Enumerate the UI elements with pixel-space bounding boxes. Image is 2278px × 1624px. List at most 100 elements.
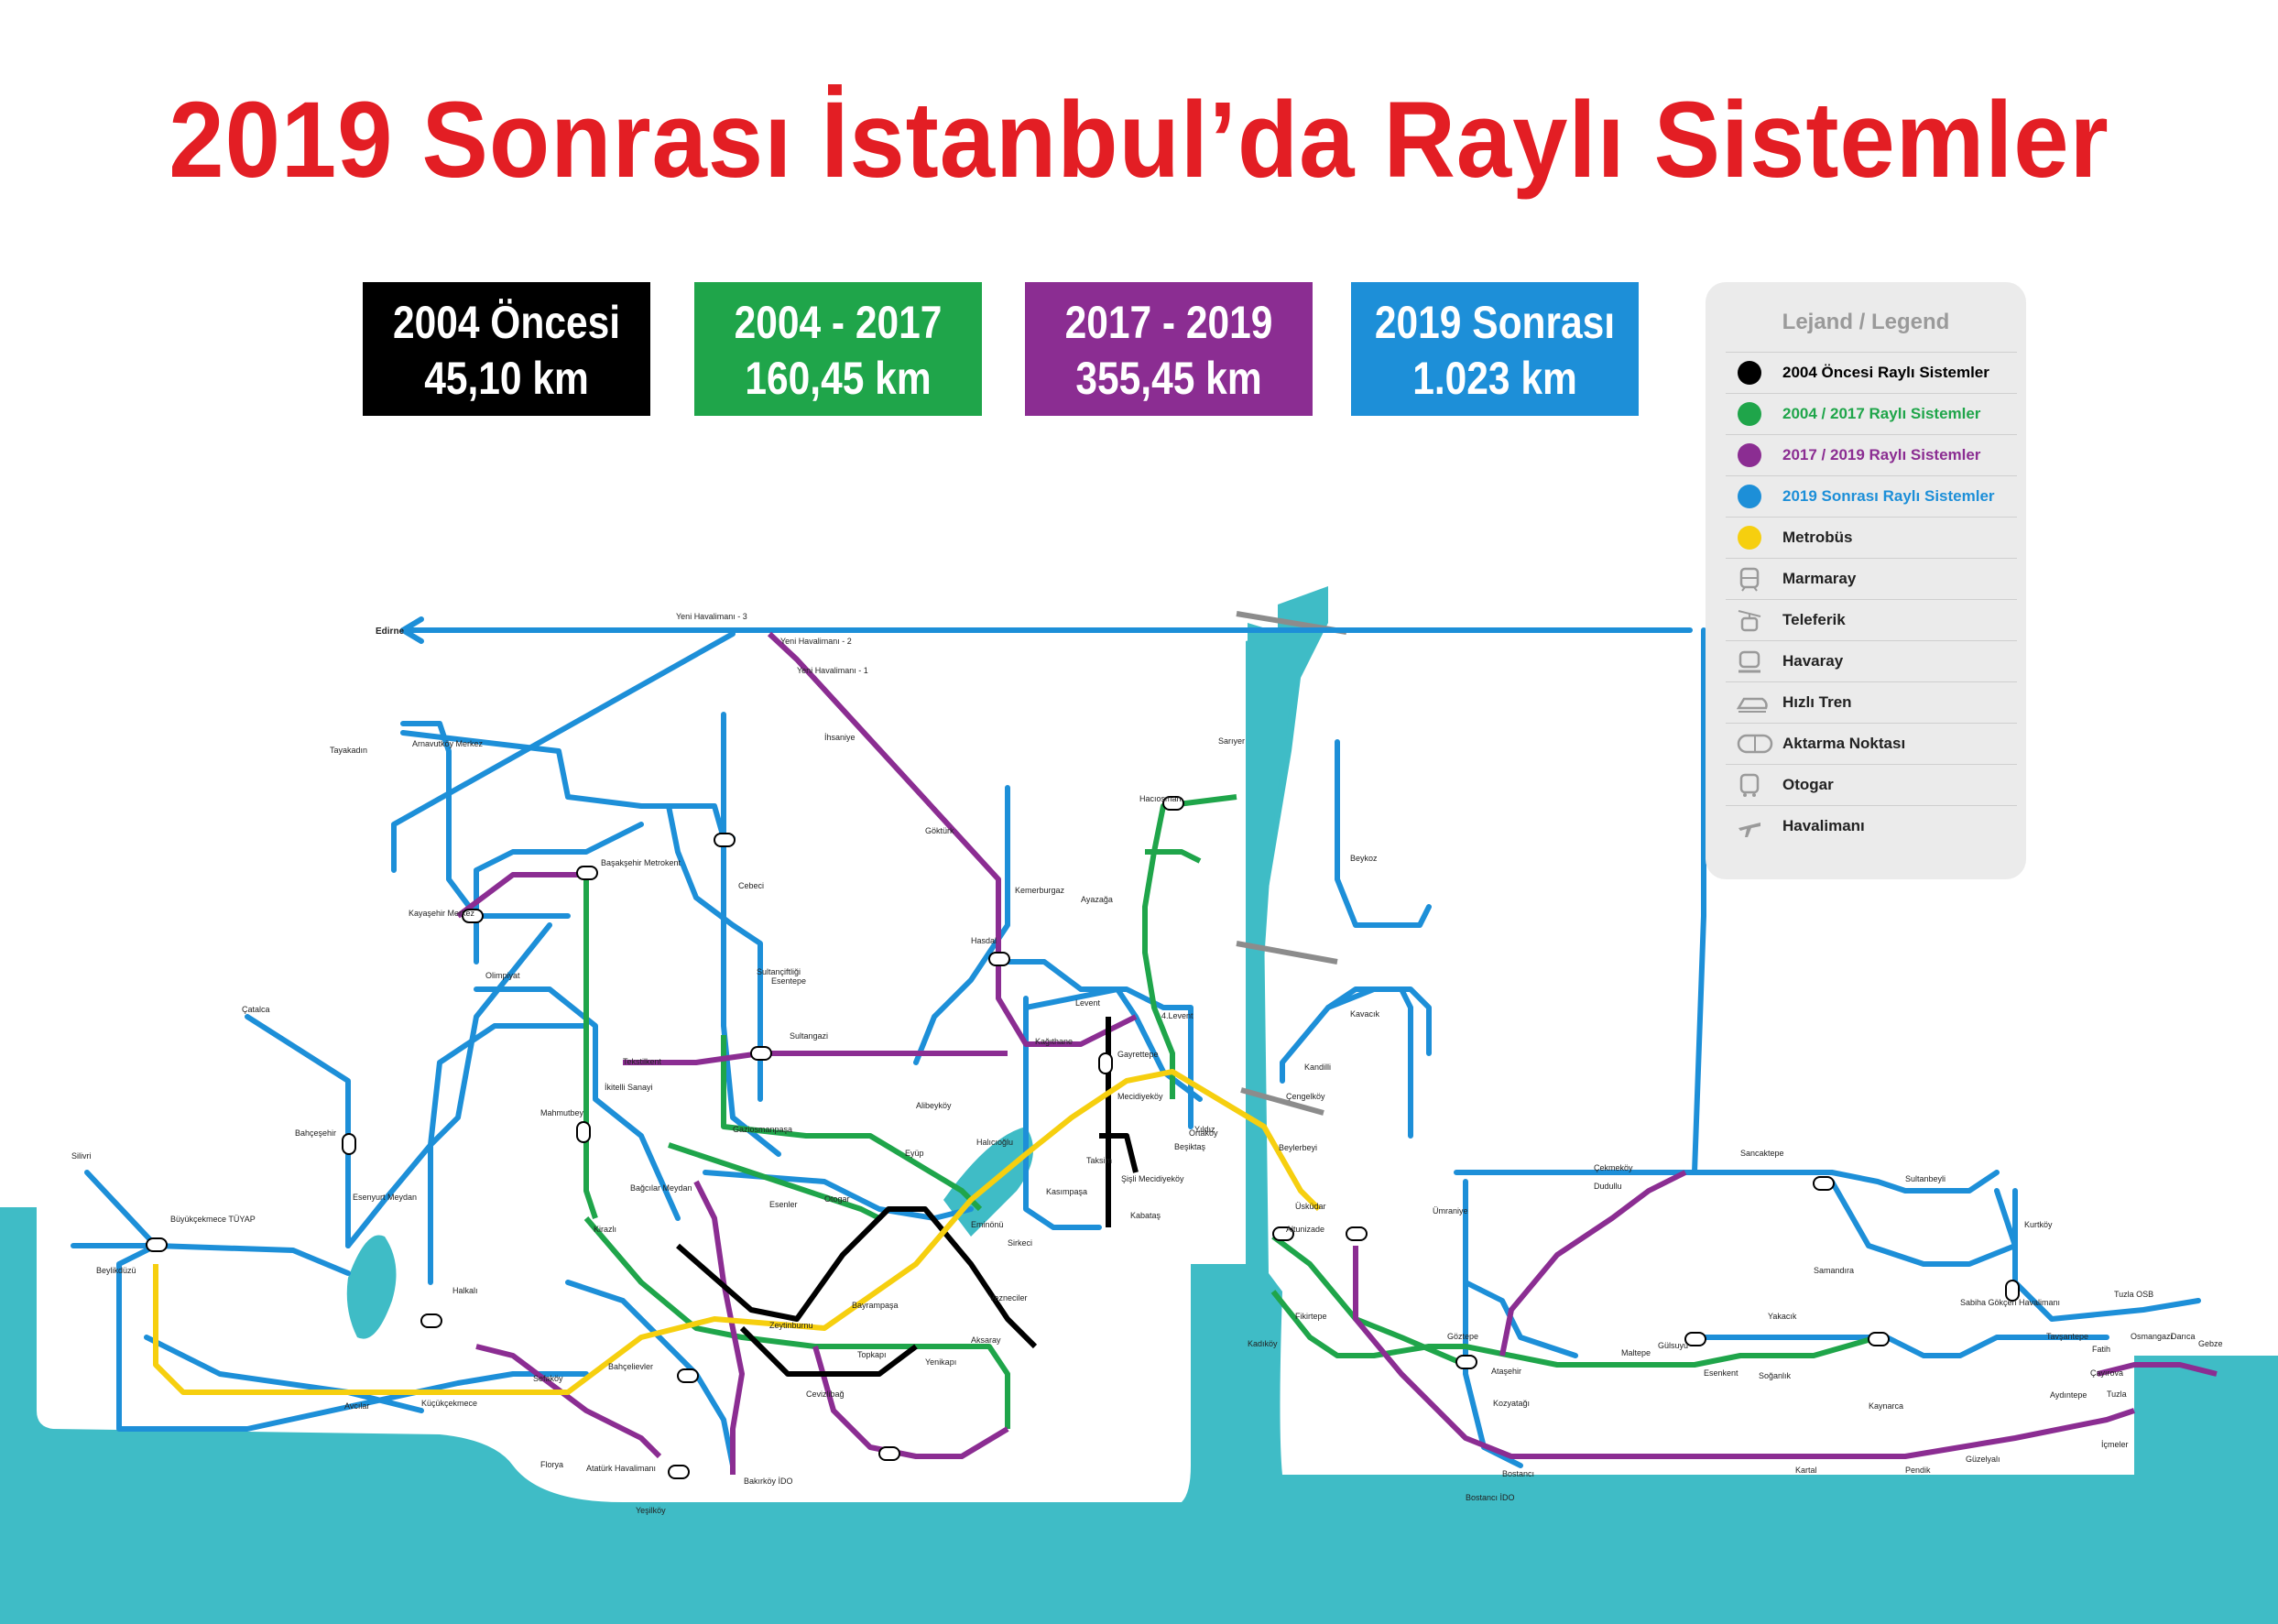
station-label-mahmutbey: Mahmutbey	[540, 1108, 584, 1117]
station-label-sabiha: Sabiha Gökçen Havalimanı	[1960, 1298, 2060, 1307]
station-label-ikitelli: İkitelli Sanayi	[605, 1083, 653, 1092]
station-label-hacıosman: Hacıosman	[1139, 794, 1182, 803]
station-label-yeni-havalimani-3: Yeni Havalimanı - 3	[676, 612, 747, 621]
sea-islands	[1191, 1264, 1248, 1502]
line-halkali-purple	[623, 1051, 1008, 1065]
bridge-1	[1240, 1087, 1324, 1116]
period-km: 45,10 km	[424, 353, 589, 404]
station-label-kozyatagi: Kozyatağı	[1493, 1399, 1530, 1408]
station-label-ataturk-havalimani: Atatürk Havalimanı	[586, 1464, 656, 1473]
station-label-kartal: Kartal	[1795, 1466, 1817, 1475]
legend-item-label: 2017 / 2019 Raylı Sistemler	[1782, 446, 1981, 463]
station-label-maltepe: Maltepe	[1621, 1348, 1651, 1357]
line-bakirkoy-kirazli	[565, 1280, 736, 1468]
transfer-point	[1272, 1226, 1294, 1241]
line-m3-basaksehir	[583, 870, 598, 1219]
station-label-guzelyali: Güzelyalı	[1966, 1455, 2000, 1464]
line-uskudar-cekmekoy	[1280, 986, 1413, 1139]
line-kavacik-beykoz	[1325, 986, 1432, 1056]
station-label-kadikoy: Kadıköy	[1248, 1339, 1278, 1348]
station-label-sisli: Şişli Mecidiyeköy	[1121, 1174, 1184, 1183]
line-esenyurt	[345, 1023, 589, 1248]
station-label-kaynarca: Kaynarca	[1869, 1401, 1903, 1411]
station-label-soganlik: Soğanlık	[1759, 1371, 1792, 1380]
transfer-icon	[1737, 731, 1773, 757]
lines-pre-2004	[676, 1017, 1139, 1377]
transfer-point	[714, 833, 736, 847]
station-label-altunizade: Altunizade	[1286, 1225, 1324, 1234]
station-label-sefakoy: Sefaköy	[533, 1374, 563, 1383]
transfer-point	[750, 1046, 772, 1061]
legend-item: Otogar	[1726, 764, 2017, 805]
station-label-topkapi: Topkapı	[857, 1350, 887, 1359]
period-label: 2019 Sonrası	[1374, 297, 1616, 348]
period-label: 2004 Öncesi	[392, 297, 621, 348]
station-label-atasehir: Ataşehir	[1491, 1367, 1521, 1376]
station-label-beylikduzu: Beylikdüzü	[96, 1266, 136, 1275]
line-ayazaga-4levent	[1145, 849, 1202, 864]
line-beykoz-north	[1335, 739, 1432, 928]
station-label-sultangazi: Sultangazi	[790, 1031, 828, 1041]
station-label-darica: Darıca	[2171, 1332, 2196, 1341]
period-box-post-2019: 2019 Sonrası 1.023 km	[1351, 282, 1639, 416]
station-label-gulsuyu: Gülsuyu	[1658, 1341, 1688, 1350]
station-label-bostanci: Bostancı	[1502, 1469, 1534, 1478]
station-label-yeni-havalimani-2: Yeni Havalimanı - 2	[780, 637, 852, 646]
transfer-point	[2005, 1280, 2020, 1302]
station-label-cebeci: Cebeci	[738, 881, 764, 890]
period-box-2017-2019: 2017 - 2019 355,45 km	[1025, 282, 1313, 416]
station-label-ihsaniye: İhsaniye	[824, 733, 856, 742]
station-label-halkali: Halkalı	[452, 1286, 478, 1295]
line-zeytinburnu-purple	[812, 1346, 1009, 1459]
station-label-yildiz: Yıldız	[1194, 1125, 1215, 1134]
station-label-gayrettepe: Gayrettepe	[1117, 1050, 1159, 1059]
period-km: 355,45 km	[1075, 353, 1262, 404]
line-umraniye-dudullu	[1463, 1280, 1578, 1358]
legend-item-label: 2019 Sonrası Raylı Sistemler	[1782, 487, 1995, 505]
transfer-point	[576, 866, 598, 880]
line-silivri	[84, 1170, 351, 1276]
station-label-hasdal: Hasdal	[971, 936, 997, 945]
station-label-4levent: 4.Levent	[1161, 1011, 1193, 1020]
station-label-beykoz: Beykoz	[1350, 854, 1378, 863]
period-km: 160,45 km	[745, 353, 932, 404]
station-label-cayirova: Çayırova	[2090, 1368, 2123, 1378]
legend-item: Havaray	[1726, 640, 2017, 681]
station-label-sancaktepe: Sancaktepe	[1740, 1149, 1784, 1158]
station-label-halicioglu: Halıcıoğlu	[976, 1138, 1013, 1147]
station-label-goztepe: Göztepe	[1447, 1332, 1478, 1341]
station-label-dudullu: Dudullu	[1594, 1182, 1622, 1191]
legend-item: Havalimanı	[1726, 805, 2017, 846]
period-label: 2004 - 2017	[734, 297, 943, 348]
station-label-aydintepe: Aydıntepe	[2050, 1390, 2087, 1400]
legend-item: 2017 / 2019 Raylı Sistemler	[1726, 434, 2017, 475]
line-airport-gayrettepe	[767, 631, 1138, 1047]
station-label-yenikapi: Yenikapı	[925, 1357, 956, 1367]
station-label-kucukcekmece: Küçükçekmece	[421, 1399, 477, 1408]
station-label-esenyurt: Esenyurt Meydan	[353, 1193, 417, 1202]
transfer-point	[576, 1121, 591, 1143]
station-label-gebze: Gebze	[2198, 1339, 2223, 1348]
station-label-sirkeci: Sirkeci	[1008, 1238, 1032, 1248]
line-alibeykoy	[721, 1035, 983, 1212]
station-label-kavacik: Kavacık	[1350, 1009, 1380, 1019]
station-label-yesilkoy: Yeşilköy	[636, 1506, 666, 1515]
purple-dot-icon	[1737, 442, 1762, 468]
line-otogar-black	[739, 1325, 918, 1377]
station-label-bagcilar: Bağcılar Meydan	[630, 1183, 692, 1193]
station-label-esentepe: Esentepe	[771, 976, 806, 986]
station-label-avcilar: Avcılar	[344, 1401, 369, 1411]
line-sultanbeyli	[1692, 627, 1706, 1175]
station-label-kayasehir: Kayaşehir Merkez	[409, 909, 475, 918]
transfer-point	[677, 1368, 699, 1383]
line-marmaray-west	[668, 1142, 881, 1221]
station-label-florya: Florya	[540, 1460, 563, 1469]
line-olimpiyat-yenikapi	[474, 986, 681, 1221]
line-tunel-black	[1099, 1133, 1139, 1173]
station-label-gokturk: Göktürk	[925, 826, 954, 835]
legend-item: Teleferik	[1726, 599, 2017, 640]
lines-2004-2017	[583, 794, 1879, 1429]
station-label-tuzla-osb: Tuzla OSB	[2114, 1290, 2153, 1299]
station-labels: Edirne Yeni Havalimanı - 3 Yeni Havalima…	[71, 612, 2223, 1515]
